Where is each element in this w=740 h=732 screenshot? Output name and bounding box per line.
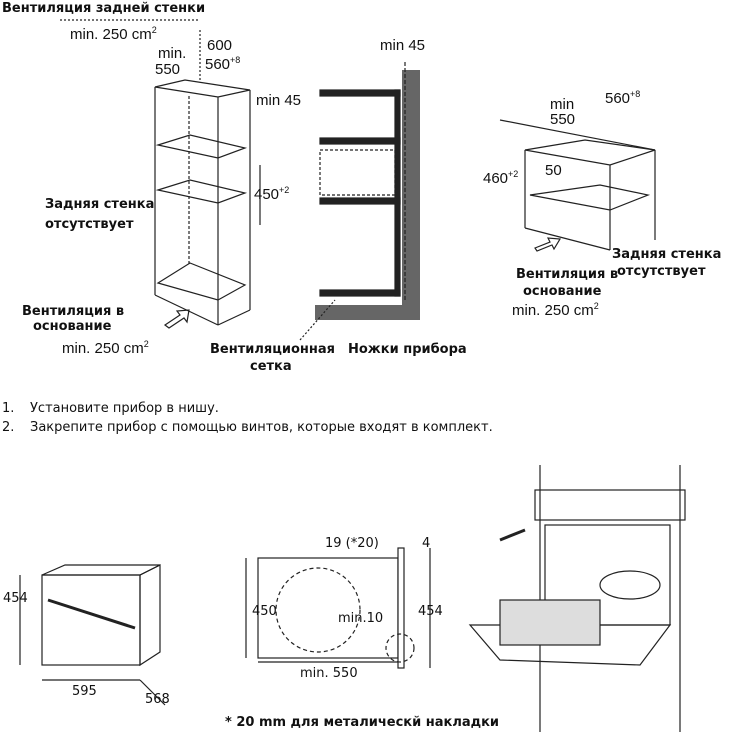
section-dim-454: 454: [418, 604, 443, 619]
appliance-height: 454: [3, 591, 28, 606]
niche-dim-min: min: [550, 96, 575, 113]
vent-grille-label: Вентиляционная: [210, 342, 335, 357]
niche-drawing: [499, 119, 656, 252]
step-text: Установите прибор в нишу.: [30, 401, 219, 416]
base-vent-area: min. 250 cm2: [62, 339, 149, 357]
base-vent-label: Вентиляция в: [22, 304, 125, 319]
side-section-drawing: [299, 60, 420, 341]
niche-base-vent: Вентиляция в: [516, 267, 619, 282]
appliance-depth: 568: [145, 692, 170, 707]
niche-dim-460-value: 460: [483, 170, 509, 187]
niche-no-back-wall-2: отсутствует: [617, 264, 706, 279]
niche-dim-50: 50: [545, 162, 562, 179]
section-drawing: [245, 547, 431, 669]
dim-19: 19 (*20): [325, 536, 379, 551]
niche-base-vent-2: основание: [523, 284, 602, 299]
vent-grille-label-2: сетка: [250, 359, 292, 374]
niche-dim-560: 560+8: [605, 89, 641, 107]
no-back-wall-label-2: отсутствует: [45, 217, 134, 232]
base-vent-area-value: min. 250 cm: [62, 340, 144, 357]
dim-550: 550: [155, 61, 181, 78]
rear-ventilation-title: Вентиляция задней стенки: [2, 1, 206, 16]
niche-dim-560-sup: +8: [630, 89, 641, 99]
dim-min10: min.10: [338, 611, 384, 626]
dim-450-value: 450: [254, 186, 280, 203]
dim-min45-section: min 45: [380, 37, 426, 54]
appliance-feet-label: Ножки прибора: [348, 342, 467, 357]
niche-dim-460-sup: +2: [508, 169, 519, 179]
rear-vent-area: min. 250 cm2: [70, 25, 157, 43]
dim-450: 450+2: [254, 185, 290, 203]
footnote: * 20 mm для металическй накладки: [225, 715, 500, 730]
niche-no-back-wall: Задняя стенка: [612, 247, 722, 262]
step-number: 1.: [2, 401, 15, 416]
niche-dim-560-value: 560: [605, 90, 631, 107]
niche-base-vent-area: min. 250 cm2: [512, 301, 599, 319]
niche-base-vent-area-value: min. 250 cm: [512, 302, 594, 319]
dim-560-sup: +8: [230, 55, 241, 65]
dim-560: 560+8: [205, 55, 241, 73]
niche-dim-460: 460+2: [483, 169, 519, 187]
no-back-wall-label: Задняя стенка: [45, 197, 155, 212]
step-1: 1. Установите прибор в нишу.: [2, 401, 219, 416]
rear-vent-area-value: min. 250 cm: [70, 26, 152, 43]
base-vent-label-2: основание: [33, 319, 112, 334]
step-text: Закрепите прибор с помощью винтов, котор…: [30, 420, 493, 435]
step-number: 2.: [2, 420, 15, 435]
dim-450-sup: +2: [279, 185, 290, 195]
dim-4: 4: [422, 536, 431, 551]
step-2: 2. Закрепите прибор с помощью винтов, кот…: [2, 420, 493, 435]
niche-dim-550: 550: [550, 111, 576, 128]
dim-min550: min. 550: [300, 666, 358, 681]
dim-min45: min 45: [256, 92, 302, 109]
installed-appliance-drawing: [468, 465, 686, 732]
rear-vent-area-sup: 2: [151, 25, 157, 35]
dim-min: min.: [158, 45, 187, 62]
appliance-width: 595: [72, 684, 97, 699]
section-dim-450: 450: [252, 604, 277, 619]
base-vent-area-sup: 2: [143, 339, 149, 349]
tall-cabinet-drawing: [60, 19, 261, 329]
appliance-drawing: [19, 564, 166, 706]
dim-600: 600: [207, 37, 233, 54]
dim-560-value: 560: [205, 56, 231, 73]
niche-base-vent-area-sup: 2: [593, 301, 599, 311]
